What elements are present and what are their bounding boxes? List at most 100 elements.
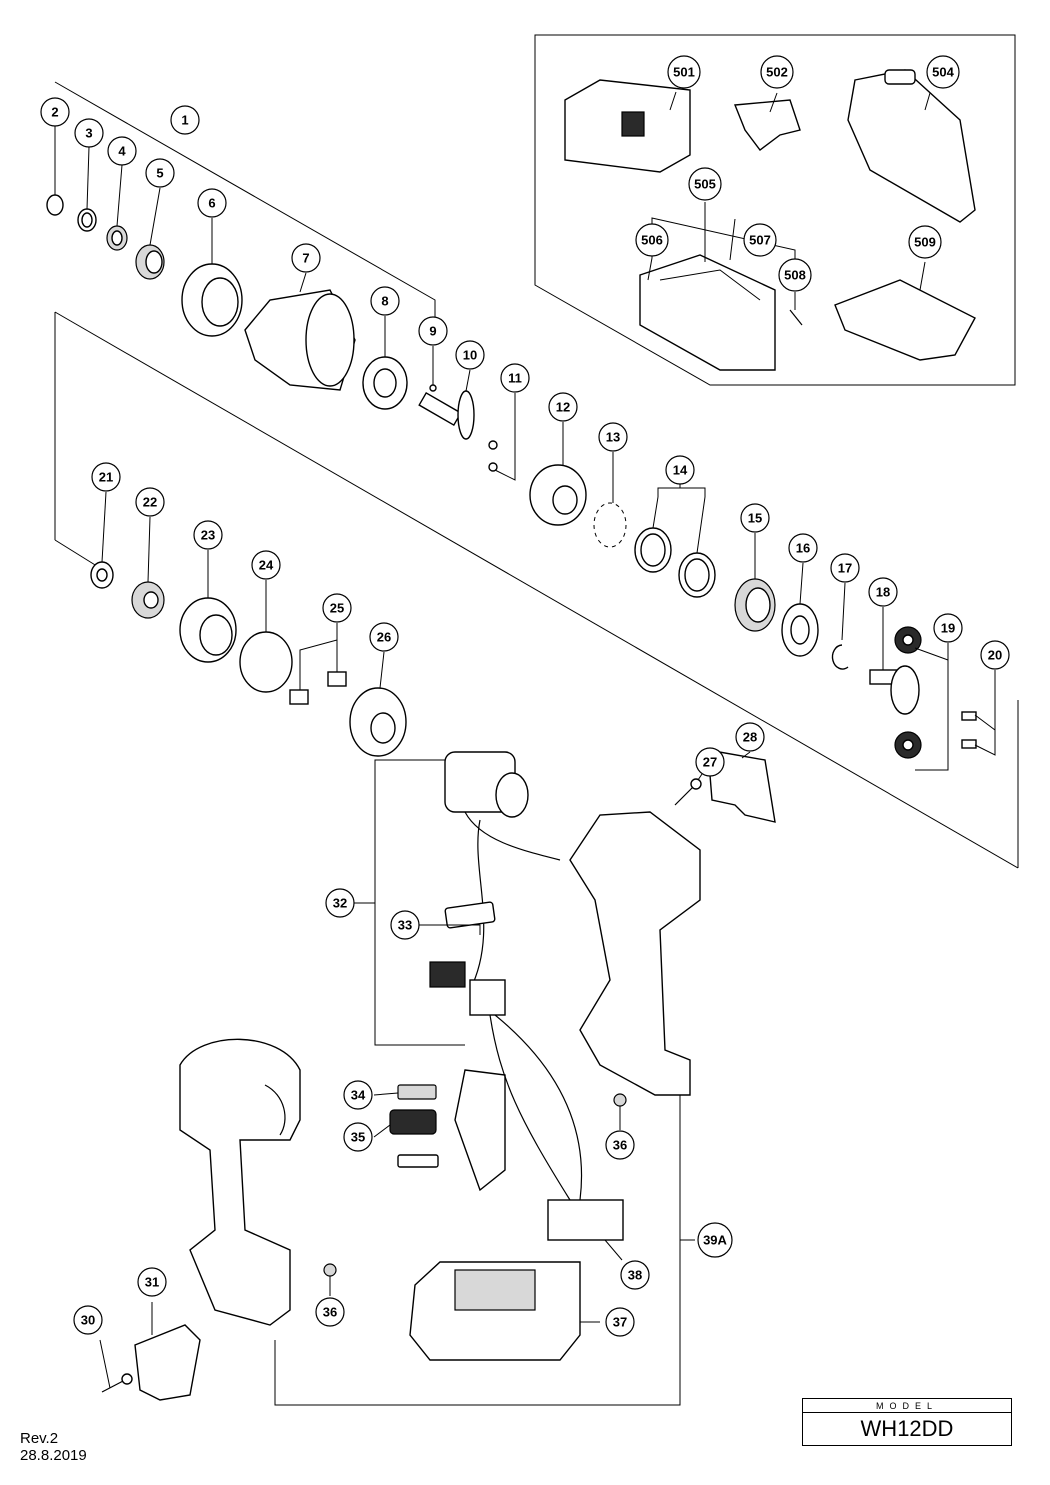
svg-text:501: 501 (673, 65, 695, 80)
callout-31: 31 (137, 1267, 167, 1297)
callout-23: 23 (193, 520, 223, 550)
part-37-battery (409, 1261, 581, 1361)
callout-502: 502 (760, 55, 794, 89)
svg-text:28: 28 (743, 730, 757, 745)
part-23-gear-ring (179, 597, 237, 663)
callout-15: 15 (740, 503, 770, 533)
callout-36-lower: 36 (315, 1297, 345, 1327)
part-24-o-ring (239, 631, 293, 693)
svg-text:27: 27 (703, 755, 717, 770)
callout-32: 32 (325, 888, 355, 918)
switch-assembly (429, 961, 583, 1201)
revision-number: Rev.2 (20, 1430, 59, 1447)
svg-text:11: 11 (508, 371, 522, 386)
callout-37: 37 (605, 1307, 635, 1337)
callout-501: 501 (667, 55, 701, 89)
callout-38: 38 (620, 1260, 650, 1290)
svg-text:36: 36 (323, 1305, 337, 1320)
svg-text:504: 504 (932, 65, 954, 80)
callout-11: 11 (500, 363, 530, 393)
svg-text:37: 37 (613, 1315, 627, 1330)
callout-27: 27 (695, 747, 725, 777)
callout-509: 509 (908, 225, 942, 259)
callout-7: 7 (291, 243, 321, 273)
part-25-blocks (289, 671, 347, 705)
svg-text:7: 7 (302, 251, 309, 266)
part-9-ball (429, 384, 437, 392)
svg-text:38: 38 (628, 1268, 642, 1283)
svg-text:508: 508 (784, 268, 806, 283)
callout-39a: 39A (697, 1222, 733, 1258)
part-33-button (444, 901, 496, 929)
part-16-washer (781, 603, 819, 657)
callout-26: 26 (369, 622, 399, 652)
svg-text:25: 25 (330, 601, 344, 616)
revision-date: 28.8.2019 (20, 1447, 87, 1464)
svg-text:15: 15 (748, 511, 762, 526)
callout-16: 16 (788, 533, 818, 563)
callout-10: 10 (455, 340, 485, 370)
part-3-washer (77, 208, 97, 232)
guide-lines (54, 81, 1019, 869)
svg-text:35: 35 (351, 1130, 365, 1145)
callout-28: 28 (735, 722, 765, 752)
part-11-balls (488, 440, 498, 472)
part-501-charger (564, 79, 691, 173)
callout-13: 13 (598, 422, 628, 452)
part-26-bracket (349, 687, 407, 757)
part-15-spring (734, 578, 776, 632)
part-22-bearing (131, 581, 165, 619)
part-27-screw (674, 778, 702, 806)
part-4-spring (106, 225, 128, 251)
callout-4: 4 (107, 136, 137, 166)
svg-text:23: 23 (201, 528, 215, 543)
svg-text:33: 33 (398, 918, 412, 933)
part-31-cover (134, 1324, 201, 1401)
callout-506: 506 (635, 223, 669, 257)
callout-33: 33 (390, 910, 420, 940)
svg-text:5: 5 (156, 166, 163, 181)
part-504-case (847, 69, 976, 223)
callout-18: 18 (868, 577, 898, 607)
svg-text:18: 18 (876, 585, 890, 600)
part-38-terminal (547, 1199, 624, 1241)
callout-508: 508 (778, 258, 812, 292)
svg-text:2: 2 (51, 105, 58, 120)
svg-text:31: 31 (145, 1275, 159, 1290)
svg-text:19: 19 (941, 621, 955, 636)
housing-right (569, 811, 701, 1096)
svg-text:505: 505 (694, 177, 716, 192)
svg-text:26: 26 (377, 630, 391, 645)
part-20-pins (961, 711, 977, 749)
svg-text:506: 506 (641, 233, 663, 248)
part-8-washer (362, 356, 408, 410)
model-title-block: MODEL WH12DD (802, 1398, 1012, 1446)
svg-text:12: 12 (556, 400, 570, 415)
part-502-clip (734, 99, 801, 151)
part-13-ball-ring (593, 502, 627, 548)
svg-text:509: 509 (914, 235, 936, 250)
callout-25: 25 (322, 593, 352, 623)
part-17-clip (831, 644, 849, 670)
callout-36-upper: 36 (605, 1130, 635, 1160)
svg-text:507: 507 (749, 233, 771, 248)
callout-5: 5 (145, 158, 175, 188)
callout-12: 12 (548, 392, 578, 422)
part-2-ring (46, 194, 64, 216)
part-18-spindle (869, 665, 920, 715)
svg-text:22: 22 (143, 495, 157, 510)
callout-34: 34 (343, 1080, 373, 1110)
motor-assembly (444, 751, 561, 991)
callout-21: 21 (91, 462, 121, 492)
housing-left (179, 1038, 301, 1326)
callout-22: 22 (135, 487, 165, 517)
part-35-switch (389, 1109, 439, 1168)
svg-text:17: 17 (838, 561, 852, 576)
svg-text:14: 14 (673, 463, 688, 478)
svg-text:3: 3 (85, 126, 92, 141)
svg-text:13: 13 (606, 430, 620, 445)
svg-text:1: 1 (181, 113, 188, 128)
callout-504: 504 (926, 55, 960, 89)
part-7-front-housing (244, 289, 356, 391)
